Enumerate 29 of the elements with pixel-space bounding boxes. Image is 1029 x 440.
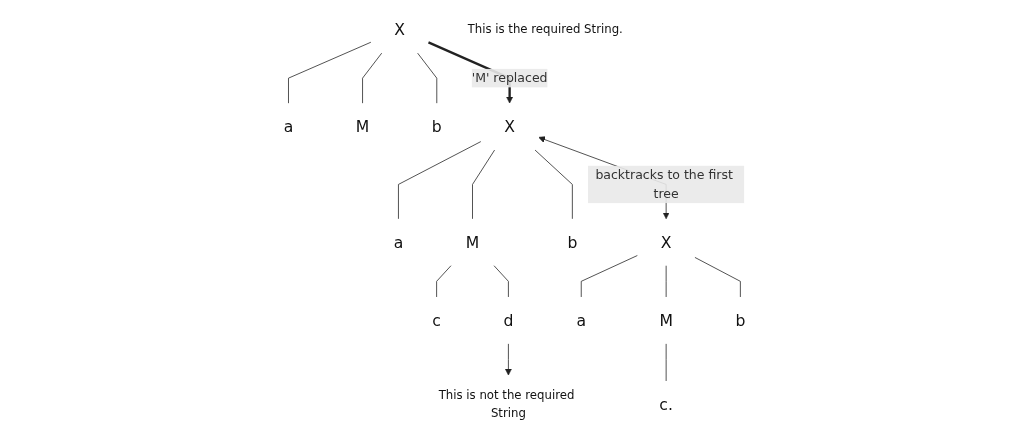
node-text: a bbox=[576, 311, 587, 330]
node-text: a bbox=[283, 117, 294, 136]
node-text: b bbox=[431, 117, 442, 136]
connector bbox=[580, 255, 638, 298]
connector bbox=[534, 149, 573, 220]
node-text: M bbox=[465, 232, 480, 252]
node-text: b bbox=[735, 311, 746, 330]
connector bbox=[472, 149, 495, 220]
node-text: M bbox=[659, 311, 673, 330]
node-text: a bbox=[393, 232, 404, 252]
connector bbox=[493, 265, 509, 298]
node-text: X bbox=[504, 117, 515, 136]
connector bbox=[288, 41, 372, 104]
node-text: This is the required String. bbox=[467, 22, 623, 37]
connector bbox=[417, 52, 438, 104]
connector bbox=[436, 265, 452, 298]
node-text: d bbox=[503, 311, 514, 330]
connector bbox=[398, 141, 482, 220]
node-text: c bbox=[432, 311, 441, 330]
edge-label: backtracks to the first tree bbox=[595, 167, 733, 201]
node-text: b bbox=[567, 232, 578, 252]
node-text: This is not the required String bbox=[438, 388, 575, 421]
node-text: c. bbox=[659, 395, 673, 414]
node-text: X bbox=[394, 20, 406, 40]
node-text: X bbox=[660, 232, 672, 252]
connector bbox=[694, 257, 741, 298]
connector bbox=[362, 52, 383, 104]
edge-label: 'M' replaced bbox=[471, 70, 548, 86]
node-text: M bbox=[355, 117, 370, 136]
